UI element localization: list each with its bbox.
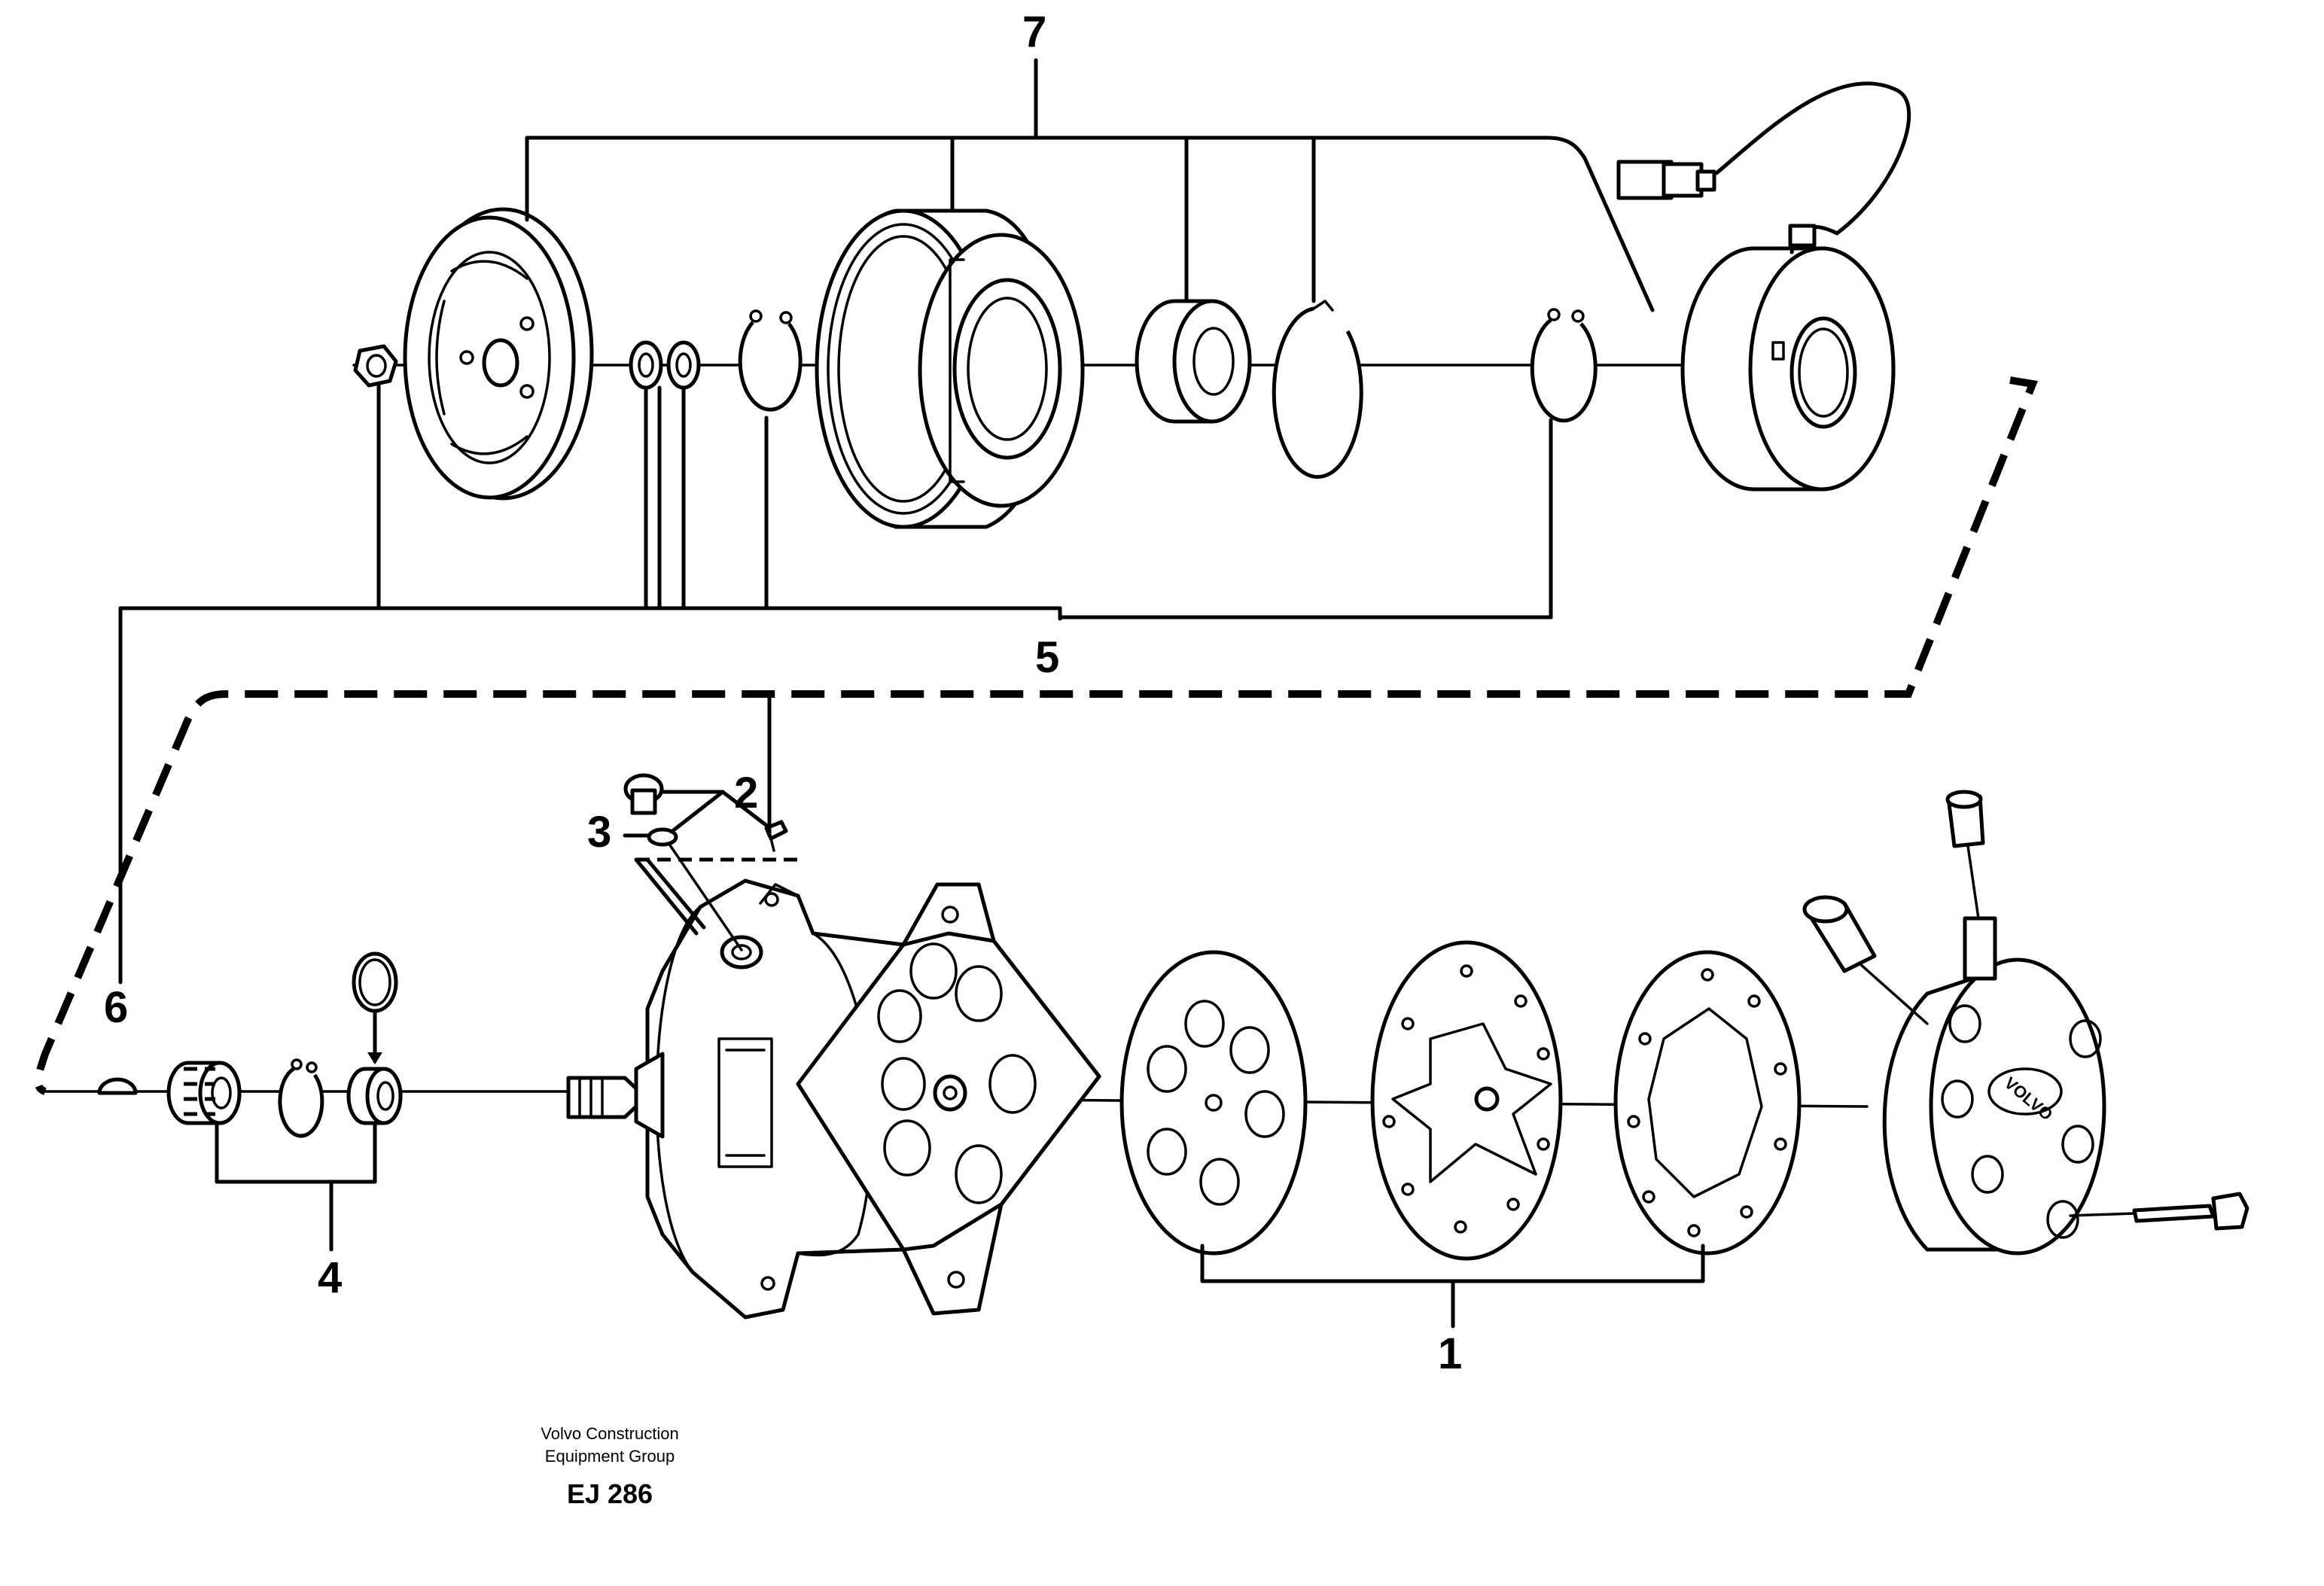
callout-6-label: 6 (104, 983, 128, 1032)
pulley-part (815, 209, 1085, 529)
gasket-part (1119, 950, 1308, 1256)
gasket-part (1613, 950, 1802, 1256)
oil-plug-part (623, 773, 798, 951)
callout-5-label: 5 (1035, 633, 1059, 682)
field-coil-part (1616, 81, 1911, 492)
callout-7-label: 7 (1022, 8, 1046, 56)
callout-2-leaders (659, 790, 770, 834)
caption-line-1: Volvo Construction (541, 1424, 679, 1443)
valve-plate-part (1370, 940, 1563, 1261)
compressor-body-part (566, 878, 1101, 1320)
publisher-caption: Volvo Construction Equipment Group EJ 28… (467, 1423, 753, 1510)
o-ring-part (352, 951, 398, 1064)
snap-ring-part (278, 1058, 324, 1138)
shaft-seal-part (166, 1061, 242, 1125)
callout-7-leaders (525, 58, 1655, 312)
nut-part (353, 344, 398, 388)
callout-2-label: 2 (734, 769, 758, 817)
snap-ring-part (738, 309, 803, 412)
bearing-part (1135, 299, 1252, 424)
compressor-assembly: VOLVO (44, 773, 2249, 1320)
cylinder-head-part: VOLVO (1802, 790, 2249, 1256)
callout-5-leaders (118, 383, 1553, 985)
caption-line-2: Equipment Group (544, 1447, 675, 1466)
snap-ring-part (1530, 308, 1598, 423)
seal-seat-part (346, 1067, 403, 1125)
callout-4-leaders (215, 1121, 377, 1252)
callout-1-leaders (1200, 1244, 1705, 1329)
clutch-assembly (34, 81, 2038, 1095)
snap-ring-part (1272, 300, 1363, 479)
shaft-key-part (97, 1077, 138, 1095)
drawing-code: EJ 286 (566, 1478, 653, 1509)
callout-3-label: 3 (587, 808, 611, 857)
callout-4-label: 4 (318, 1253, 342, 1302)
clutch-hub-plate-part (403, 207, 594, 501)
callout-1-label: 1 (1438, 1329, 1462, 1378)
